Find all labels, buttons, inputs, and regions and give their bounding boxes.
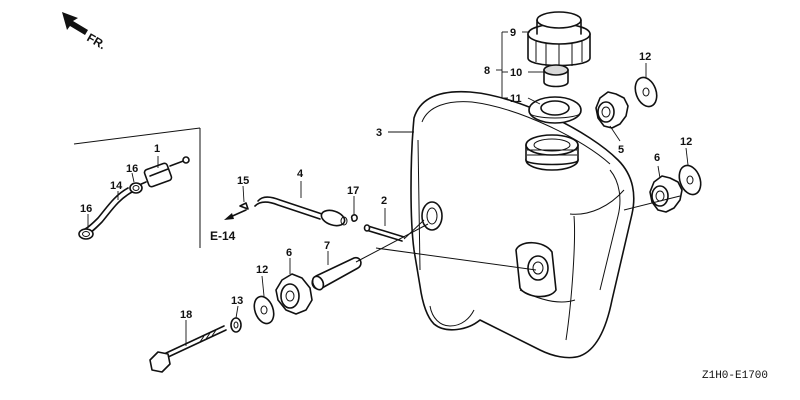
callout-2: 2 [381,195,387,207]
breather-tube-part [254,196,348,227]
callout-18: 18 [180,309,192,321]
callout-4: 4 [297,168,304,180]
front-direction-label: FR. [85,30,109,52]
callout-3: 3 [376,127,382,139]
hose-clip-upper [129,182,143,194]
fuel-cap-part [527,11,591,67]
callout-16-upper: 16 [126,163,138,175]
callout-15: 15 [237,175,249,187]
small-washer-part [230,317,242,333]
assembly-guide-lines [355,195,681,271]
washer-right [678,164,702,196]
pin-part [363,224,405,242]
hose-clip-lower [78,228,94,240]
callout-16-lower: 16 [80,203,92,215]
callout-11: 11 [510,93,522,105]
cap-gasket-part [528,96,582,124]
washer-lower [253,295,275,325]
mount-rubber-lower [275,273,313,315]
reference-arrow: E-14 [210,209,247,243]
filter-subassembly-frame [73,127,201,248]
bolt-part [149,325,227,373]
tube-clip-part [239,202,249,210]
callout-12-lower: 12 [256,264,268,276]
callout-13: 13 [231,295,243,307]
collar-part [311,256,362,291]
callout-leaders [87,31,689,346]
callout-12-right: 12 [680,136,692,148]
diagram-code: Z1H0-E1700 [702,370,768,382]
mount-rubber-upper [595,91,629,129]
callout-6b: 6 [654,152,660,164]
cap-filter-part [543,64,569,88]
fuel-filter-part [138,156,190,188]
callout-9: 9 [510,27,516,39]
callout-numbers: 1 2 3 4 5 6 6 7 8 9 10 11 12 12 12 13 14… [80,27,692,321]
spring-clip-part [350,214,358,222]
callout-10: 10 [510,67,522,79]
mount-rubber-right [649,175,683,213]
callout-14: 14 [110,180,123,192]
callout-7: 7 [324,240,330,252]
callout-17: 17 [347,185,359,197]
callout-6: 6 [286,247,292,259]
callout-5: 5 [618,144,624,156]
callout-12-top: 12 [639,51,651,63]
reference-label: E-14 [210,229,236,243]
front-direction-arrow: FR. [62,12,108,52]
fuel-tank-body [410,90,635,359]
washer-upper-right [634,76,658,108]
callout-1: 1 [154,143,160,155]
callout-8: 8 [484,65,490,77]
